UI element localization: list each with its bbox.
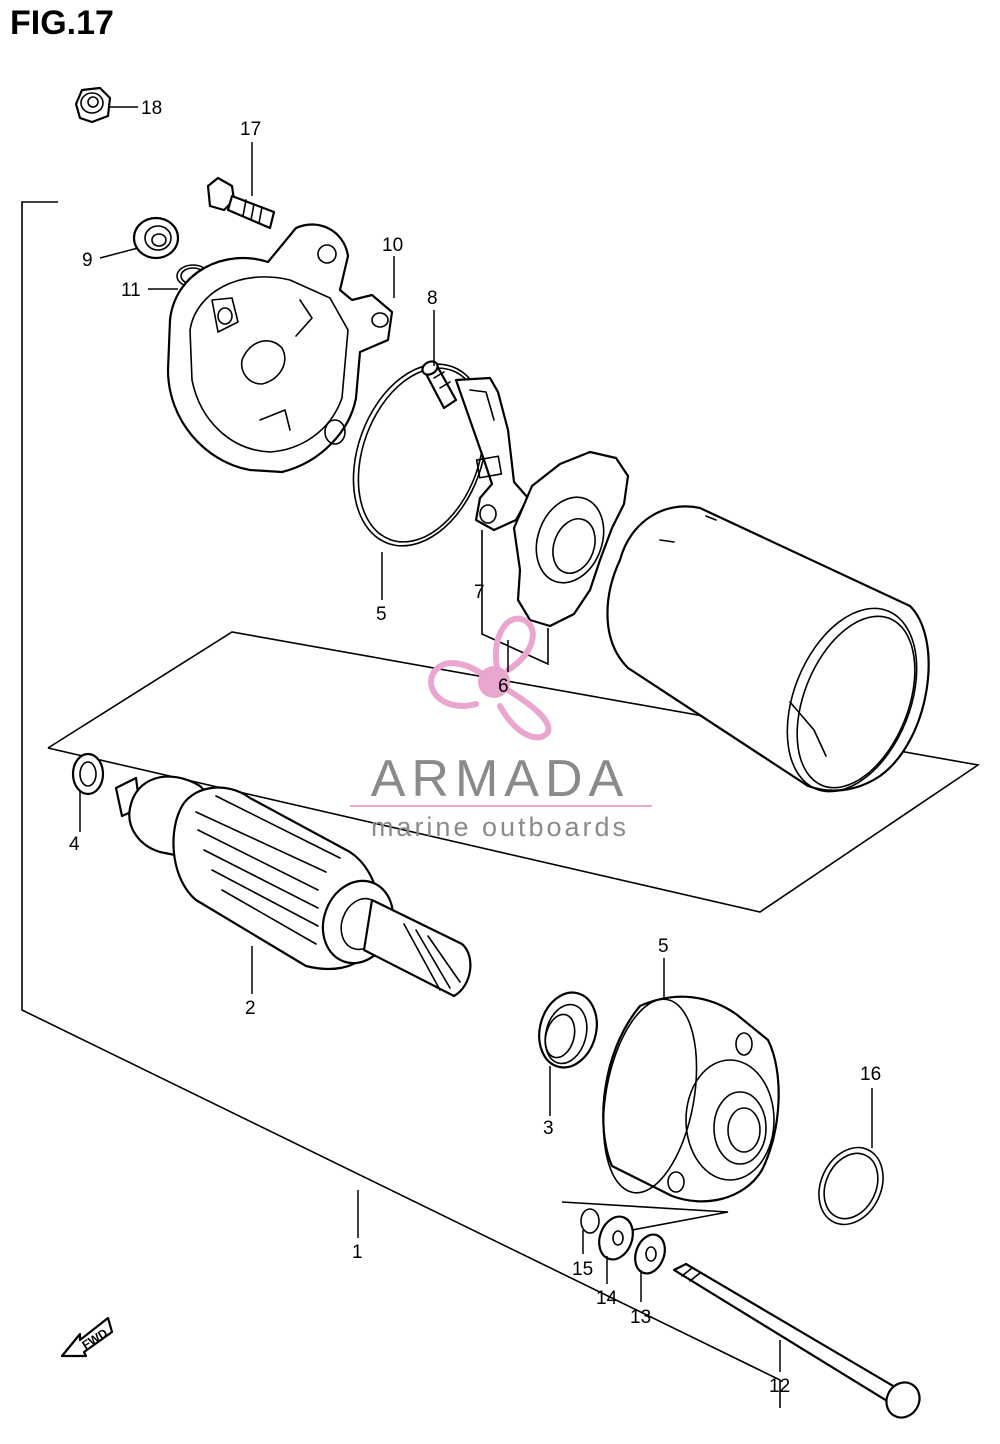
callout-5-top: 5: [376, 604, 387, 625]
callout-15: 15: [572, 1259, 593, 1280]
propeller-logo-icon: [428, 615, 552, 741]
callout-18: 18: [141, 98, 162, 119]
front-housing: [602, 995, 780, 1203]
propeller-hub: [478, 666, 510, 698]
callout-4: 4: [69, 834, 80, 855]
part-16-o-ring: [818, 1146, 884, 1226]
callout-16: 16: [860, 1064, 881, 1085]
part-18-nut: [74, 86, 112, 124]
part-12-through-bolt: [672, 1262, 921, 1419]
callout-2: 2: [245, 998, 256, 1019]
callout-numbers: 18 17 9 11 10 8 5 7 6 4 2 3 5 16 1 15 14…: [69, 98, 881, 1397]
callout-3: 3: [543, 1118, 554, 1139]
part-4-washer: [71, 752, 105, 796]
part-8-screw: [421, 360, 458, 410]
callout-10: 10: [382, 235, 403, 256]
part-2-armature: [114, 775, 472, 998]
watermark-tagline: marine outboards: [371, 812, 629, 842]
part-7-brush-holder: [454, 376, 530, 532]
callout-5-bottom: 5: [658, 936, 669, 957]
callout-9: 9: [82, 250, 93, 271]
part-3-oil-seal: [538, 991, 598, 1069]
part-5-o-ring-large-top: [352, 363, 488, 547]
armada-watermark: ARMADA marine outboards: [350, 615, 652, 842]
callout-13: 13: [630, 1307, 651, 1328]
callout-6: 6: [498, 676, 509, 697]
callout-11: 11: [121, 280, 141, 301]
yoke-field-frame: [606, 505, 930, 793]
watermark-brand: ARMADA: [371, 750, 629, 808]
callout-1: 1: [352, 1242, 363, 1263]
callout-17: 17: [240, 119, 261, 140]
part-17-bolt: [206, 176, 276, 230]
callout-14: 14: [596, 1288, 618, 1309]
yoke-group-outline: [47, 631, 981, 913]
parts-13-15-washers: [561, 1201, 729, 1275]
part-6-brush-plate: [481, 450, 630, 666]
fwd-arrow-icon: FWD: [60, 1316, 114, 1358]
callout-7: 7: [474, 582, 485, 603]
part-9-cap: [132, 216, 180, 260]
callout-leaders: [79, 106, 873, 1372]
assembly-bracket: [21, 201, 781, 1408]
rear-end-cover: [166, 223, 394, 474]
figure-title: FIG.17: [10, 4, 114, 42]
callout-8: 8: [427, 288, 438, 309]
callout-12: 12: [769, 1376, 790, 1397]
